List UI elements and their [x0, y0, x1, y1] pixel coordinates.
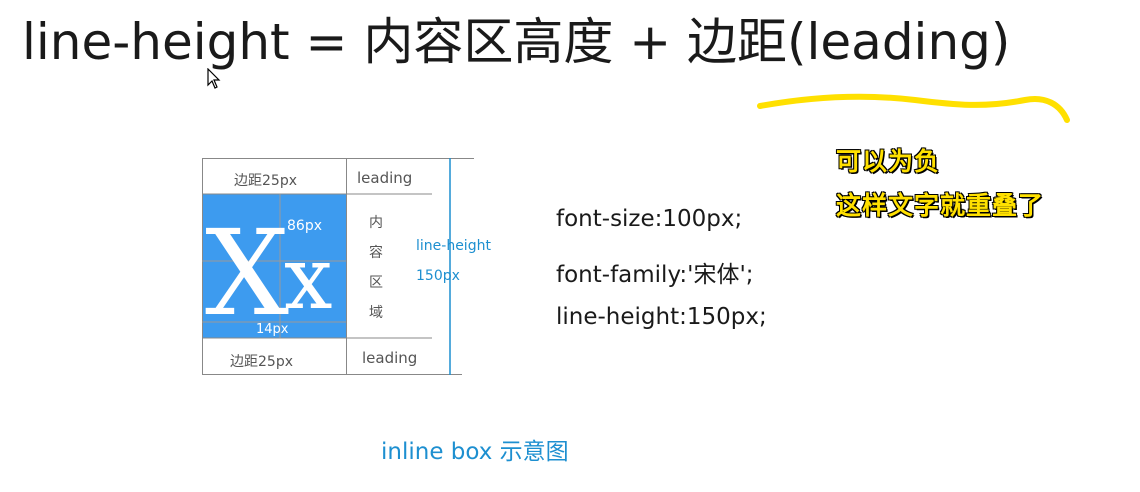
slide-title: line-height = 内容区高度 + 边距(leading)	[22, 13, 1011, 71]
code-font-size: font-size:100px;	[556, 206, 743, 232]
highlight-underline	[757, 93, 1070, 123]
inline-box-diagram: 边距25px leading X x 86px 14px 内 容 区 域 lin…	[202, 158, 532, 398]
content-area-char-2: 容	[369, 245, 383, 261]
glyph-small-x: x	[284, 229, 333, 329]
line-height-value: 150px	[416, 268, 460, 284]
mouse-cursor-icon	[207, 68, 221, 89]
top-margin-label: 边距25px	[234, 173, 297, 189]
diagram-caption: inline box 示意图	[381, 439, 569, 465]
code-font-family: font-family:'宋体';	[556, 262, 754, 288]
bottom-leading-label: leading	[362, 349, 418, 367]
code-line-height: line-height:150px;	[556, 304, 767, 330]
annotation-line-1: 可以为负	[835, 146, 941, 176]
content-area	[202, 194, 346, 338]
top-leading-label: leading	[357, 169, 413, 187]
glyph-big-x: X	[205, 204, 290, 342]
content-area-char-4: 域	[369, 305, 383, 321]
content-height-label: 86px	[287, 218, 322, 234]
content-area-char-1: 内	[369, 215, 383, 231]
line-height-label: line-height	[416, 238, 491, 254]
annotation-line-2: 这样文字就重叠了	[835, 190, 1045, 220]
content-area-char-3: 区	[369, 275, 383, 291]
descent-label: 14px	[256, 322, 289, 337]
bottom-margin-label: 边距25px	[230, 354, 293, 370]
diagram-frame	[202, 158, 474, 375]
